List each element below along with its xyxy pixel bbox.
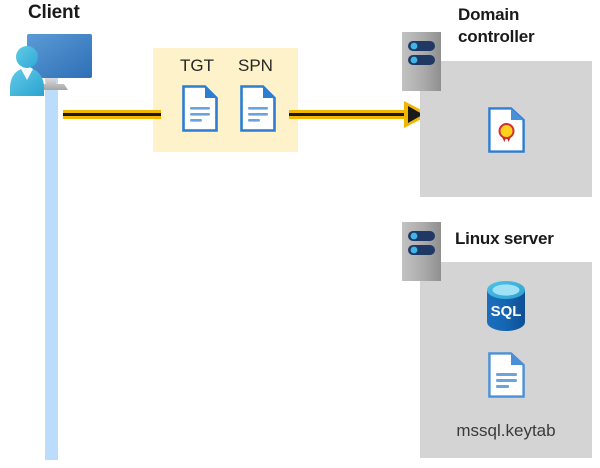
keytab-filename-label: mssql.keytab: [456, 421, 556, 440]
arrow-head-icon: [404, 101, 430, 128]
tgt-document-icon: [182, 85, 218, 132]
arrow-segment-left: [63, 110, 161, 119]
spn-label: SPN: [238, 56, 273, 75]
arrow-segment-right: [289, 110, 414, 119]
keytab-document-icon: [488, 352, 525, 398]
client-label: Client: [28, 2, 80, 23]
linux-server-rack-icon: [402, 222, 441, 281]
domain-controller-server-rack-icon: [402, 32, 441, 91]
domain-controller-title-line-2: controller: [458, 27, 535, 46]
sql-database-icon: SQL: [484, 281, 528, 331]
client-lifeline: [45, 70, 58, 460]
kerberos-ticket-request-box: [153, 48, 298, 152]
svg-text:SQL: SQL: [491, 303, 522, 320]
user-computer-icon: [4, 26, 100, 96]
domain-controller-title-line-1: Domain: [458, 5, 520, 24]
linux-server-title: Linux server: [455, 229, 554, 248]
certificate-document-icon: [488, 107, 525, 153]
tgt-label: TGT: [180, 56, 214, 75]
domain-controller-title: Domain controller: [458, 4, 598, 48]
spn-document-icon: [240, 85, 276, 132]
